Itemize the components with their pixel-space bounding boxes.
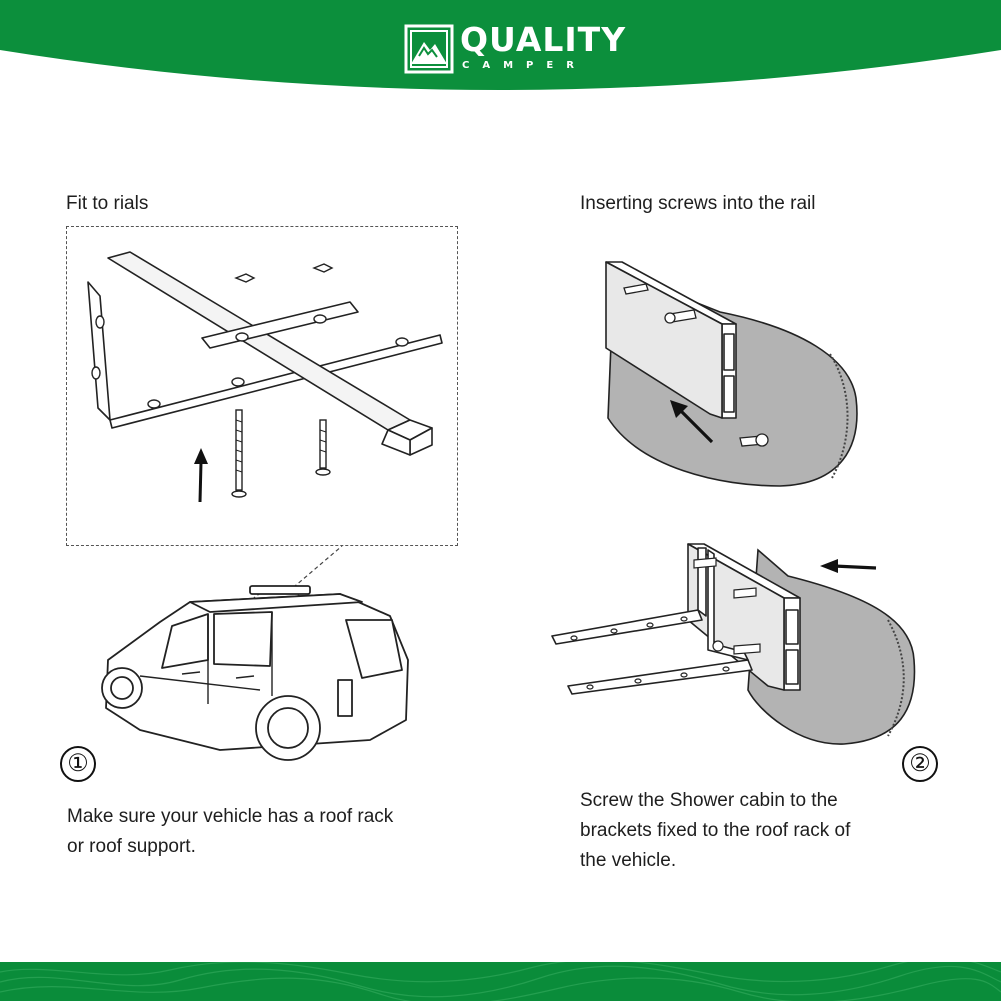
left-arrow-icon (820, 559, 877, 573)
rail-detail-box (66, 226, 458, 546)
left-caption: Make sure your vehicle has a roof rack o… (67, 802, 393, 862)
right-caption: Screw the Shower cabin to the brackets f… (580, 786, 850, 876)
rail-bracket-illustration (87, 251, 443, 503)
right-caption-line3: the vehicle. (580, 850, 677, 871)
vehicle-with-roof-rack-illustration (101, 585, 409, 761)
mountain-logo-icon (404, 24, 454, 74)
left-caption-line1: Make sure your vehicle has a roof rack (67, 806, 394, 827)
right-caption-line1: Screw the Shower cabin to the (580, 790, 838, 811)
right-caption-line2: brackets fixed to the roof rack of (580, 820, 851, 841)
brand-name-line2: CAMPER (462, 60, 587, 71)
step-one-badge: ① (60, 746, 96, 782)
brand-logo: QUALITY CAMPER (404, 20, 625, 76)
step-two-badge: ② (902, 746, 938, 782)
brand-name-line1: QUALITY (460, 20, 627, 59)
left-caption-line2: or roof support. (67, 836, 196, 857)
header-banner (0, 0, 1001, 90)
up-arrow-icon (194, 448, 208, 503)
rail-screw-insertion-illustration (605, 261, 858, 487)
cabin-to-bracket-illustration (551, 543, 916, 745)
up-left-arrow-icon (670, 400, 714, 444)
right-panel-heading: Inserting screws into the rail (580, 193, 816, 214)
left-panel-heading: Fit to rials (66, 193, 149, 214)
footer-banner (0, 962, 1001, 1001)
